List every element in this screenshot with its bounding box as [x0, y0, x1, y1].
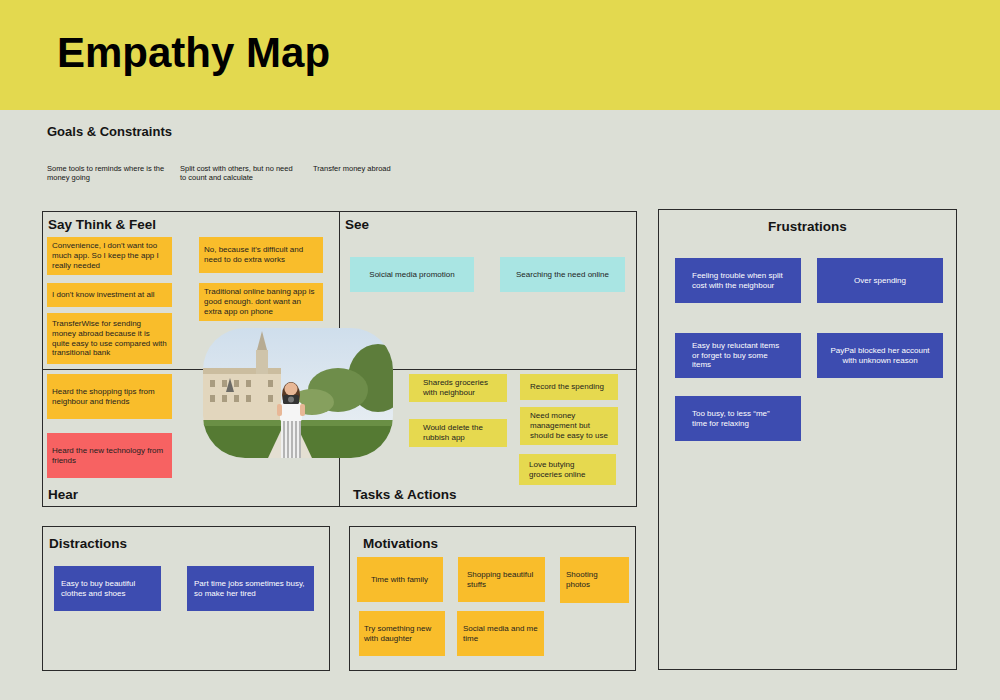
quadrant-box: Tasks & ActionsShareds groceries with ne… [339, 369, 636, 506]
sticky-note: Too busy, to less “me” time for relaxing [675, 396, 801, 441]
category-panel: DistractionsEasy to buy beautiful clothe… [42, 526, 330, 671]
sticky-note: Part time jobs sometimes busy, so make h… [187, 566, 314, 611]
sticky-note: I don't know investment at all [47, 283, 172, 307]
sticky-note: Over spending [817, 258, 943, 303]
quadrant-box: SeeSoicial media promotionSearching the … [339, 211, 636, 369]
quadrant-box: Say Think & FeelConvenience, I don't wan… [42, 211, 339, 369]
page-title: Empathy Map [57, 32, 330, 74]
title-slot: Empathy Map [57, 32, 330, 74]
sticky-text: Soicial media promotion [369, 270, 454, 280]
panel-heading: Frustrations [659, 219, 956, 235]
goal-text: Split cost with others, but no need to c… [180, 164, 298, 183]
sticky-text: Too busy, to less “me” time for relaxing [692, 409, 784, 429]
sticky-text: Need money management but should be easy… [530, 411, 608, 440]
label-slot: Some tools to reminds where is the money… [47, 164, 167, 183]
category-panel: MotivationsTime with familyShopping beau… [349, 526, 636, 671]
sticky-note: Heard the shopping tips from neighbour a… [47, 374, 172, 419]
label-slot: Goals & Constraints [47, 124, 267, 140]
sticky-text: Convenience, I don't want too much app. … [52, 241, 167, 270]
sticky-text: Feeling trouble when split cost with the… [692, 271, 784, 291]
sticky-text: Record the spending [530, 382, 604, 392]
sticky-note: Try something new with daughter [359, 611, 445, 656]
quadrant-heading: See [345, 217, 642, 233]
sticky-text: Traditional online baning app is good en… [204, 287, 318, 316]
sticky-text: Time with family [371, 575, 428, 585]
sticky-note: No, because it's difficult and need to d… [199, 237, 323, 273]
sticky-note: Easy buy reluctant items or forget to bu… [675, 333, 801, 378]
sticky-text: Social media and me time [463, 624, 538, 644]
sticky-note: Easy to buy beautiful clothes and shoes [54, 566, 161, 611]
sticky-note: Soicial media promotion [350, 257, 474, 292]
quadrant-heading: Tasks & Actions [353, 487, 650, 503]
sticky-note: Shopping beautiful stuffs [458, 557, 545, 602]
sticky-text: Searching the need online [516, 270, 609, 280]
sticky-note: Love butying groceries online [519, 454, 616, 485]
sticky-text: Easy to buy beautiful clothes and shoes [61, 579, 154, 599]
sticky-text: Easy buy reluctant items or forget to bu… [692, 341, 784, 370]
panel-heading: Motivations [363, 536, 648, 552]
sticky-text: Shareds groceries with neighbour [423, 378, 493, 398]
sticky-text: Heard the shopping tips from neighbour a… [52, 387, 167, 407]
sticky-note: Searching the need online [500, 257, 625, 292]
category-panel: FrustrationsFeeling trouble when split c… [658, 209, 957, 670]
quadrant-box: HearHeard the shopping tips from neighbo… [42, 369, 339, 506]
panel-heading: Distractions [49, 536, 335, 552]
label-slot: Transfer money abroad [313, 164, 433, 173]
sticky-text: Shopping beautiful stuffs [467, 570, 536, 590]
label-slot: Split cost with others, but no need to c… [180, 164, 298, 183]
quadrant-heading: Hear [48, 487, 345, 503]
sticky-note: Heard the new technology from friends [47, 433, 172, 478]
sticky-note: Would delete the rubbish app [409, 419, 507, 447]
sticky-text: Try something new with daughter [364, 624, 440, 644]
sticky-note: Need money management but should be easy… [520, 407, 618, 445]
sticky-text: I don't know investment at all [52, 290, 154, 300]
sticky-text: PayPal blocked her account with unknown … [825, 346, 935, 366]
map-frame [43, 212, 637, 507]
sticky-text: Would delete the rubbish app [423, 423, 493, 443]
sticky-text: Heard the new technology from friends [52, 446, 167, 466]
sticky-note: Feeling trouble when split cost with the… [675, 258, 801, 303]
goal-text: Transfer money abroad [313, 164, 433, 173]
quadrant-heading: Say Think & Feel [48, 217, 345, 233]
sticky-note: Convenience, I don't want too much app. … [47, 237, 172, 275]
sticky-note: Shooting photos [560, 557, 629, 603]
goal-text: Some tools to reminds where is the money… [47, 164, 167, 183]
section-heading: Goals & Constraints [47, 124, 267, 140]
persona-photo [203, 328, 393, 458]
sticky-text: Over spending [854, 276, 906, 286]
sticky-note: Time with family [357, 557, 443, 602]
sticky-text: Part time jobs sometimes busy, so make h… [194, 579, 307, 599]
sticky-note: Social media and me time [457, 611, 544, 656]
sticky-text: Love butying groceries online [529, 460, 606, 480]
sticky-note: Traditional online baning app is good en… [199, 283, 323, 321]
sticky-text: TransferWise for sending money abroad be… [52, 319, 167, 358]
sticky-note: PayPal blocked her account with unknown … [817, 333, 943, 378]
sticky-text: Shooting photos [566, 570, 623, 590]
sticky-note: Shareds groceries with neighbour [409, 374, 507, 402]
sticky-note: TransferWise for sending money abroad be… [47, 313, 172, 364]
sticky-text: No, because it's difficult and need to d… [204, 245, 318, 265]
sticky-note: Record the spending [520, 374, 618, 400]
title-band [0, 0, 1000, 110]
